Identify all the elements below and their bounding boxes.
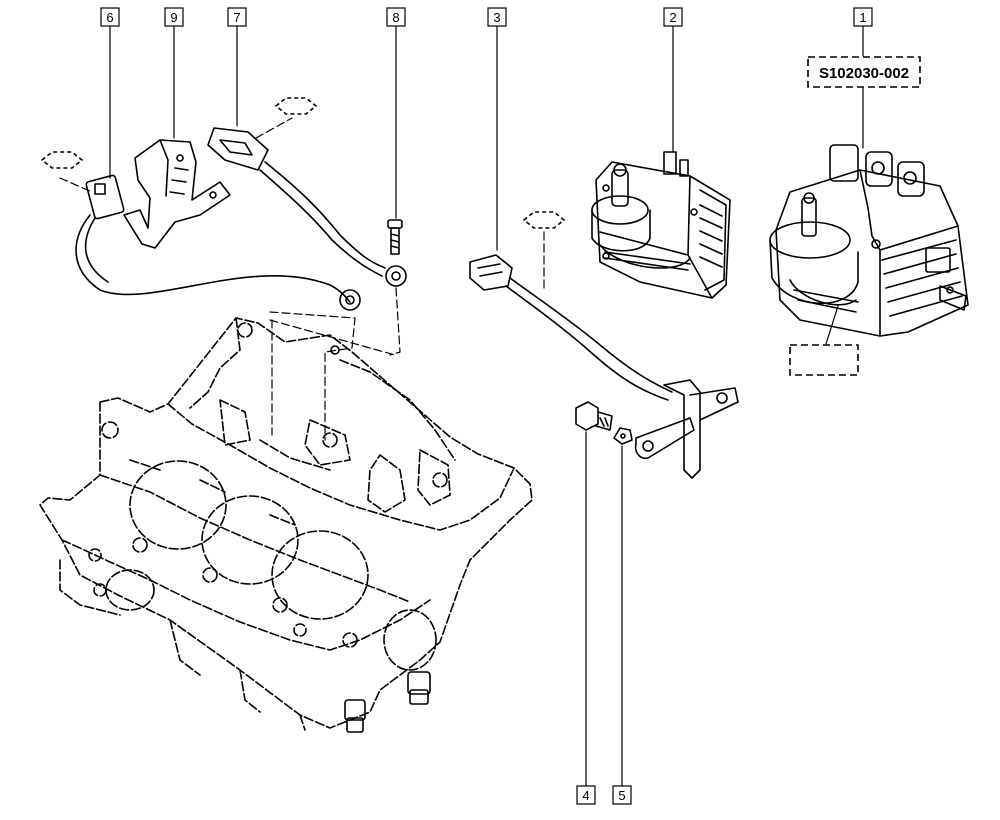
knock-sensor-connector (207, 127, 407, 287)
callout-7-label: 7 (233, 10, 240, 25)
callout-3-label: 3 (493, 10, 500, 25)
callouts: 6 9 7 8 3 2 1 4 (100, 7, 873, 805)
sensor-washer (613, 427, 633, 445)
callout-5: 5 (612, 785, 632, 805)
callout-2-label: 2 (669, 10, 676, 25)
block-fittings (330, 345, 431, 733)
callout-5-label: 5 (618, 788, 625, 803)
reference-code-box: S102030-002 (807, 56, 921, 88)
callout-8-label: 8 (392, 10, 399, 25)
ignition-coil-assembly (769, 144, 969, 337)
sensor-bolt (575, 401, 613, 431)
reference-code: S102030-002 (819, 65, 909, 82)
engine-block (39, 317, 533, 731)
callout-2: 2 (663, 7, 683, 27)
ignition-coil (591, 151, 731, 299)
callout-9-label: 9 (170, 10, 177, 25)
callout-leaders (109, 25, 864, 787)
empty-reference-box (789, 344, 859, 376)
tightening-symbol-7 (274, 97, 318, 115)
callout-4: 4 (576, 785, 596, 805)
callout-7: 7 (227, 7, 247, 27)
callout-9: 9 (164, 7, 184, 27)
callout-6: 6 (100, 7, 120, 27)
tightening-symbols (40, 97, 566, 229)
callout-3: 3 (487, 7, 507, 27)
reference-lines (59, 117, 545, 441)
crankshaft-position-sensor (469, 254, 739, 479)
callout-6-label: 6 (106, 10, 113, 25)
callout-4-label: 4 (582, 788, 589, 803)
callout-8: 8 (386, 7, 406, 27)
tightening-symbol-3 (522, 211, 566, 229)
knock-sensor-harness (75, 174, 361, 311)
tightening-symbol-6 (40, 151, 84, 169)
sensor-mounting-screw (387, 219, 403, 255)
callout-1: 1 (853, 7, 873, 27)
callout-1-label: 1 (859, 10, 866, 25)
sensor-bracket (123, 139, 231, 249)
